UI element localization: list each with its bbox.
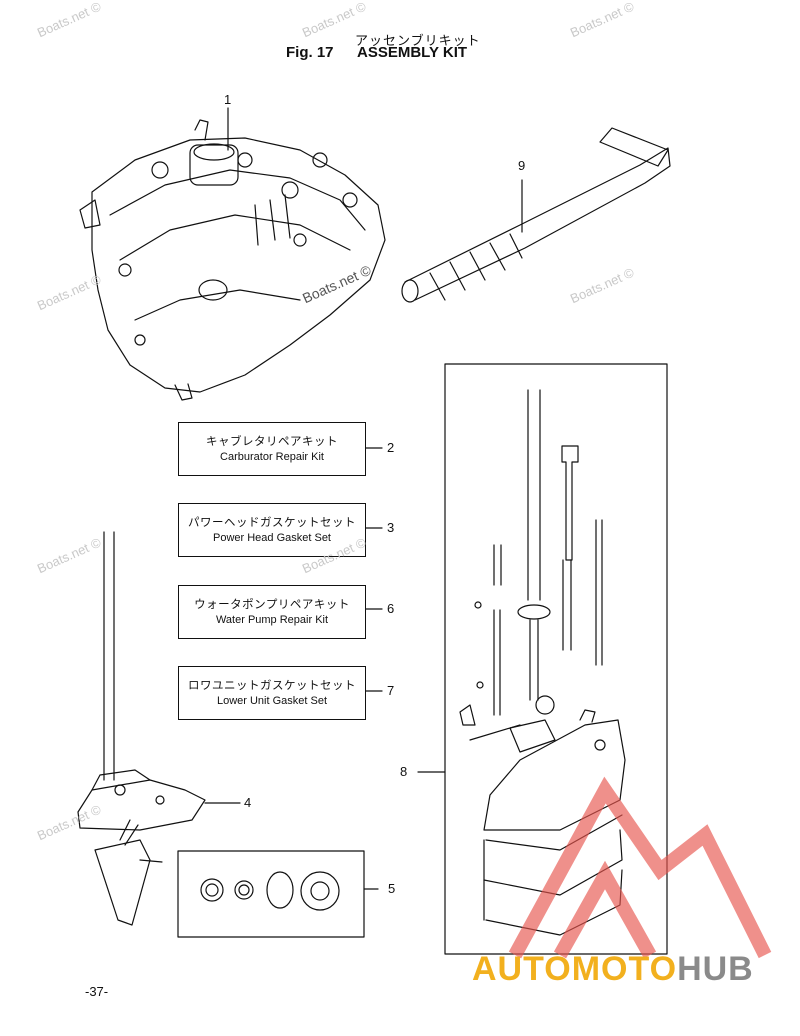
- title-english: ASSEMBLY KIT: [357, 44, 468, 61]
- callout-1: 1: [224, 92, 232, 107]
- kit-box-water-pump: ウォータポンプリペアキット Water Pump Repair Kit: [178, 585, 366, 639]
- brand-part-2: HUB: [677, 950, 754, 988]
- kit-name-en: Power Head Gasket Set: [212, 531, 331, 544]
- kit-box-lower-unit-gasket: ロワユニットガスケットセット Lower Unit Gasket Set: [178, 666, 366, 720]
- automotohub-wordmark: AUTOMOTOHUB: [472, 950, 754, 989]
- callout-6: 6: [387, 601, 395, 616]
- power-head-block-drawing: [79, 107, 386, 401]
- automotohub-logo-mark: [508, 776, 772, 959]
- lower-unit-parts-drawing: [417, 389, 626, 936]
- figure-label: Fig. 17: [286, 44, 334, 61]
- callout-9: 9: [518, 158, 526, 173]
- kit-name-jp: ウォータポンプリペアキット: [194, 598, 350, 611]
- brand-part-1: AUTOMOTO: [472, 950, 678, 988]
- callout-4: 4: [244, 795, 252, 810]
- kit-name-jp: ロワユニットガスケットセット: [188, 679, 356, 692]
- lower-unit-assembly-drawing: [77, 531, 241, 926]
- callout-8: 8: [400, 764, 408, 779]
- kit-name-en: Water Pump Repair Kit: [215, 613, 329, 626]
- callout-2: 2: [387, 440, 395, 455]
- kit-box-power-head-gasket: パワーヘッドガスケットセット Power Head Gasket Set: [178, 503, 366, 557]
- kit-name-en: Carburator Repair Kit: [220, 450, 324, 463]
- lower-unit-parts-box: [444, 363, 668, 955]
- water-pump-parts-box: [177, 850, 365, 938]
- tool-handle-drawing: [401, 127, 671, 303]
- callout-3: 3: [387, 520, 395, 535]
- kit-name-jp: パワーヘッドガスケットセット: [188, 516, 356, 529]
- water-pump-parts-drawing: [200, 871, 379, 911]
- kit-name-en: Lower Unit Gasket Set: [216, 694, 328, 707]
- kit-box-carburetor: キャブレタリペアキット Carburator Repair Kit: [178, 422, 366, 476]
- callout-5: 5: [388, 881, 396, 896]
- callout-7: 7: [387, 683, 395, 698]
- page-number: -37-: [85, 984, 109, 999]
- title-japanese: アッセンブリキット: [355, 33, 481, 48]
- kit-name-jp: キャブレタリペアキット: [206, 435, 338, 448]
